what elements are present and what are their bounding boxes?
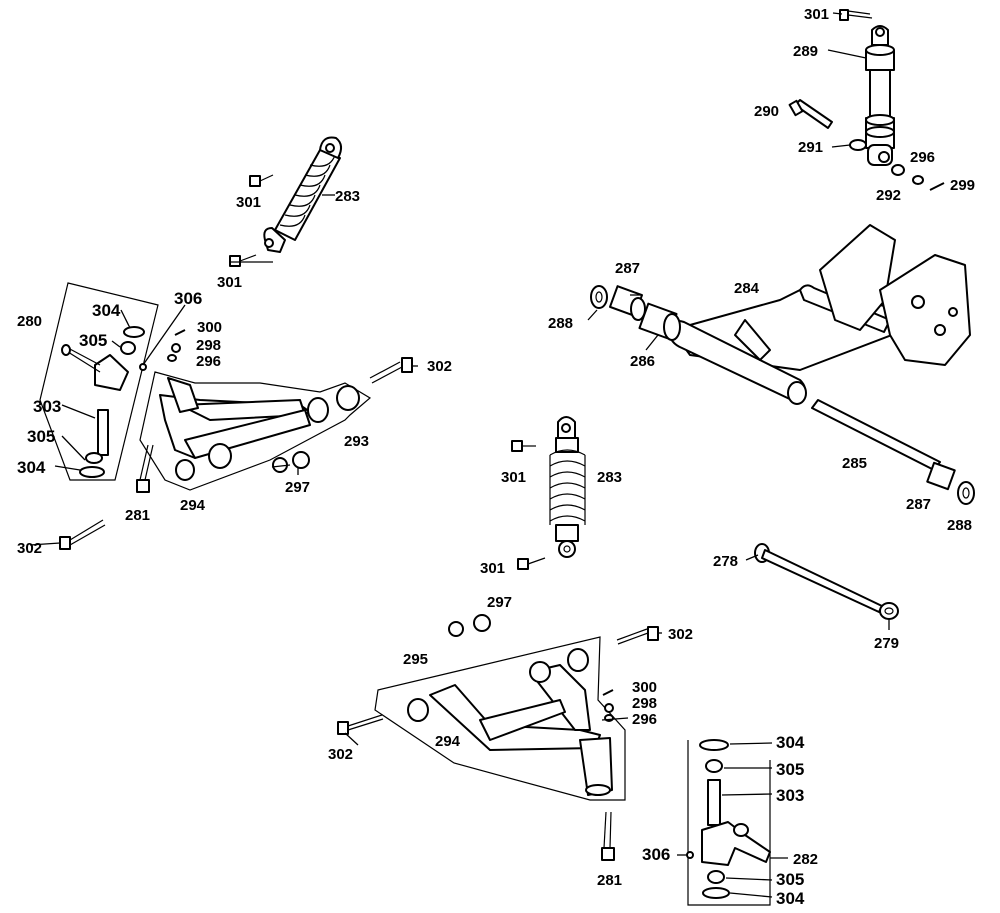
bolt-301-center-bottom [517, 557, 546, 570]
callout-301: 301 [501, 469, 526, 486]
leader-lines [29, 12, 890, 898]
callout-297: 297 [487, 594, 512, 611]
callout-305: 305 [776, 760, 804, 779]
callout-296: 296 [910, 149, 935, 166]
callout-280: 280 [17, 313, 42, 330]
callout-304: 304 [92, 301, 121, 320]
bolt-302-left-bottom [59, 519, 106, 550]
a-arm-center-outline [374, 636, 626, 801]
callout-303: 303 [776, 786, 804, 805]
nut-297-left [272, 451, 310, 473]
callout-305: 305 [27, 427, 55, 446]
bushing-286 [638, 302, 681, 341]
bolt-301-left-bottom [229, 254, 257, 267]
callout-289: 289 [793, 43, 818, 60]
callout-281: 281 [125, 507, 150, 524]
callout-285: 285 [842, 455, 867, 472]
callout-287: 287 [615, 260, 640, 277]
callout-298: 298 [196, 337, 221, 354]
callout-301: 301 [217, 274, 242, 291]
bolt-281-center [601, 811, 615, 861]
small-parts-center [602, 689, 614, 722]
callout-292: 292 [876, 187, 901, 204]
callout-298: 298 [632, 695, 657, 712]
callout-294: 294 [435, 733, 461, 750]
callout-279: 279 [874, 635, 899, 652]
nut-296-top [912, 175, 924, 185]
washer-288-top [590, 285, 608, 309]
callout-281: 281 [597, 872, 622, 889]
swing-arm-frame [668, 224, 971, 405]
a-arm-center [407, 648, 613, 796]
bolt-302-center-left [337, 714, 384, 735]
bolt-301-top [839, 9, 873, 21]
a-arm-left [159, 377, 360, 481]
callout-302: 302 [427, 358, 452, 375]
callout-306: 306 [174, 289, 202, 308]
callout-296: 296 [632, 711, 657, 728]
callout-288: 288 [548, 315, 573, 332]
bolt-278 [754, 543, 883, 613]
callout-301: 301 [236, 194, 261, 211]
bolt-302-left-top [369, 357, 413, 384]
nut-279 [879, 602, 899, 620]
callout-295: 295 [403, 651, 428, 668]
callout-287: 287 [906, 496, 931, 513]
front-shock-absorber-center [549, 416, 586, 558]
washer-292 [891, 164, 905, 176]
callout-286: 286 [630, 353, 655, 370]
washer-288-bottom [957, 481, 975, 505]
callout-305: 305 [79, 331, 107, 350]
callout-304: 304 [776, 889, 805, 908]
rear-shock-absorber [865, 25, 895, 166]
washer-291 [849, 139, 867, 151]
bolt-302-center-right [616, 626, 659, 645]
bolt-281-left [136, 444, 154, 493]
callout-290: 290 [754, 103, 779, 120]
knuckle-assembly-left [39, 282, 159, 481]
front-shock-absorber-left [263, 136, 342, 253]
callout-305: 305 [776, 870, 804, 889]
callout-302: 302 [328, 746, 353, 763]
callout-299: 299 [950, 177, 975, 194]
callout-296: 296 [196, 353, 221, 370]
bushing-287-top [609, 285, 646, 321]
callout-302: 302 [17, 540, 42, 557]
callout-297: 297 [285, 479, 310, 496]
callout-301: 301 [804, 6, 829, 23]
bolt-290 [788, 99, 833, 129]
callout-282: 282 [793, 851, 818, 868]
a-arm-left-outline [139, 371, 372, 491]
callout-304: 304 [17, 458, 46, 477]
knuckle-assembly-right [686, 739, 771, 906]
callout-301: 301 [480, 560, 505, 577]
axle-285 [811, 399, 941, 471]
bushing-287-bottom [926, 461, 956, 491]
callout-304: 304 [776, 733, 805, 752]
small-parts-left [139, 329, 186, 371]
callout-300: 300 [632, 679, 657, 696]
callout-291: 291 [798, 139, 823, 156]
callout-283: 283 [597, 469, 622, 486]
callout-283: 283 [335, 188, 360, 205]
callout-278: 278 [713, 553, 738, 570]
callout-303: 303 [33, 397, 61, 416]
callout-302: 302 [668, 626, 693, 643]
callout-293: 293 [344, 433, 369, 450]
callout-306: 306 [642, 845, 670, 864]
bolt-301-center-top [511, 440, 536, 452]
callout-288: 288 [947, 517, 972, 534]
callout-284: 284 [734, 280, 760, 297]
callout-labels: 301 289 290 291 296 292 299 301 283 301 … [17, 6, 975, 908]
callout-294: 294 [180, 497, 206, 514]
nut-297-center [448, 614, 491, 637]
pin-299 [929, 182, 945, 191]
bolt-301-left-top [249, 174, 274, 187]
callout-300: 300 [197, 319, 222, 336]
